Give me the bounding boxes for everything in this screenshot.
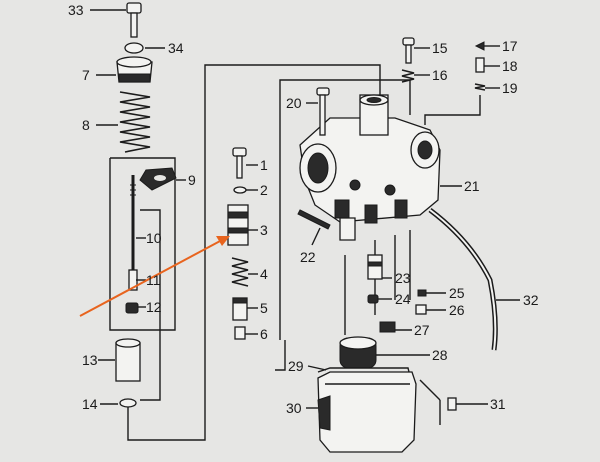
part-32-hose (428, 208, 498, 351)
part-26-screw (415, 304, 427, 315)
assembly-lines (109, 64, 481, 441)
part-33-screw (126, 2, 142, 38)
part-6-plug (234, 326, 246, 340)
part-1-screw (232, 147, 247, 179)
callout-27: 27 (414, 322, 430, 338)
callout-25: 25 (449, 285, 465, 301)
callout-15: 15 (432, 40, 448, 56)
part-28-float (339, 336, 377, 369)
callout-3: 3 (260, 222, 268, 238)
part-18-screw (475, 57, 485, 73)
callout-labels: 33 34 7 8 9 10 11 12 13 14 1 2 3 4 5 6 1… (68, 2, 539, 416)
part-12-washer (125, 302, 139, 314)
part-3-slide-body (227, 204, 249, 246)
part-8-spring (119, 91, 151, 153)
callout-12: 12 (146, 299, 162, 315)
callout-7: 7 (82, 67, 90, 83)
part-10-needle (130, 175, 136, 270)
part-14-ring (119, 398, 137, 408)
callout-21: 21 (464, 178, 480, 194)
part-20-screw (316, 87, 330, 136)
callout-18: 18 (502, 58, 518, 74)
part-19-spring (474, 83, 486, 91)
part-22-lever (297, 209, 331, 230)
callout-16: 16 (432, 67, 448, 83)
part-5-sleeve (232, 297, 248, 321)
callout-31: 31 (490, 396, 506, 412)
part-24-washer (367, 294, 379, 304)
callout-22: 22 (300, 249, 316, 265)
callout-6: 6 (260, 326, 268, 342)
callout-13: 13 (82, 352, 98, 368)
highlight-arrow (79, 236, 230, 317)
leader-lines (90, 9, 520, 409)
part-17-pin (474, 41, 485, 51)
part-21-carburetor-body (299, 94, 441, 241)
callout-14: 14 (82, 396, 98, 412)
callout-19: 19 (502, 80, 518, 96)
callout-17: 17 (502, 38, 518, 54)
part-9-clip (139, 167, 177, 191)
callout-9: 9 (188, 172, 196, 188)
callout-4: 4 (260, 266, 268, 282)
part-7-cap (116, 56, 153, 83)
callout-26: 26 (449, 302, 465, 318)
callout-33: 33 (68, 2, 84, 18)
part-2-washer (233, 186, 247, 194)
callout-20: 20 (286, 95, 302, 111)
callout-32: 32 (523, 292, 539, 308)
callout-28: 28 (432, 347, 448, 363)
callout-2: 2 (260, 182, 268, 198)
part-13-slide (115, 338, 141, 382)
callout-1: 1 (260, 157, 268, 173)
callout-10: 10 (146, 230, 162, 246)
callout-30: 30 (286, 400, 302, 416)
part-31-screw (447, 397, 457, 411)
part-30-float-bowl (317, 371, 417, 453)
part-16-spring (401, 69, 415, 83)
callout-5: 5 (260, 300, 268, 316)
callout-34: 34 (168, 40, 184, 56)
part-15-screw (402, 37, 415, 64)
callout-23: 23 (395, 270, 411, 286)
part-27-plug (379, 321, 396, 333)
part-25-nut (417, 289, 427, 297)
callout-11: 11 (146, 272, 161, 288)
callout-29: 29 (288, 358, 304, 374)
part-34-nut (124, 42, 144, 54)
callout-24: 24 (395, 291, 411, 307)
callout-8: 8 (82, 117, 90, 133)
part-4-spring (231, 257, 249, 287)
part-23-jet (367, 254, 383, 280)
